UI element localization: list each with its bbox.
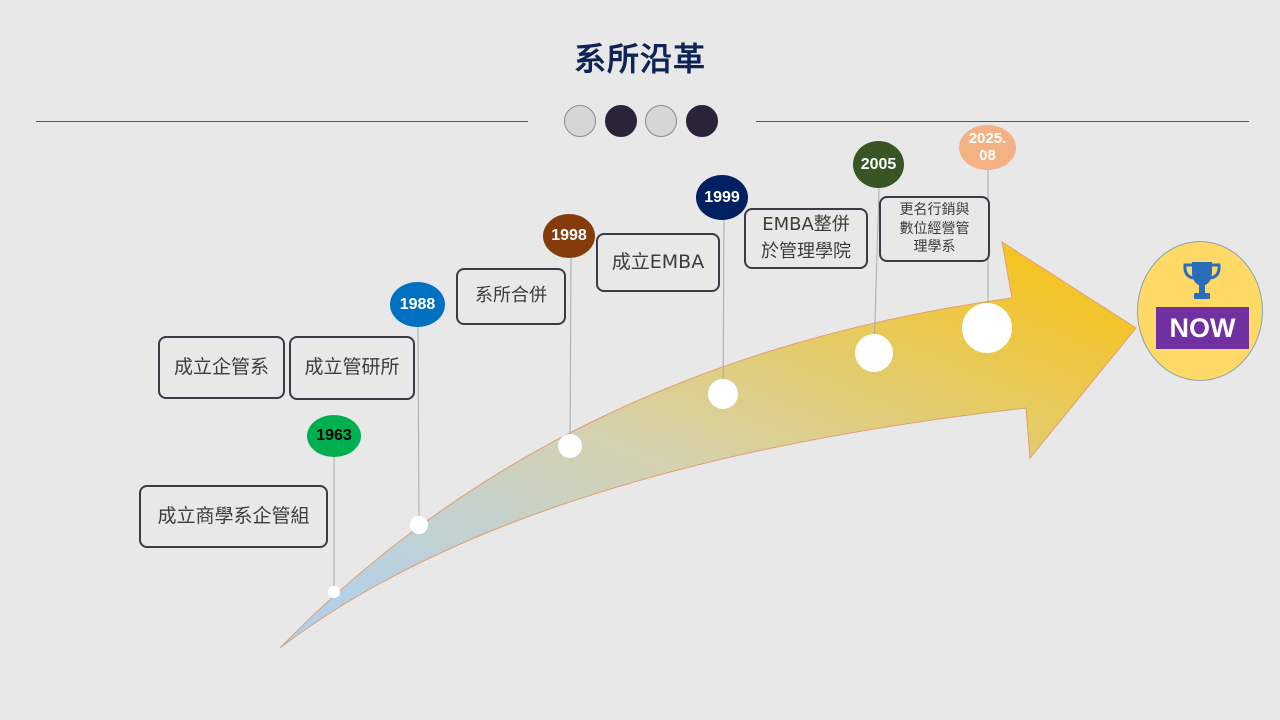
year-label: 1988 [399, 295, 436, 313]
header-divider-left [36, 121, 528, 122]
event-box-2005: EMBA整併 於管理學院 [744, 208, 868, 269]
year-label: 1999 [704, 188, 740, 206]
timeline-point-2025 [962, 303, 1012, 353]
year-label: 1963 [316, 427, 352, 445]
growth-arrow [279, 240, 1137, 649]
trophy-icon [1183, 262, 1221, 299]
event-text: 成立商學系企管組 [157, 504, 310, 527]
event-text: 成立管研所 [304, 356, 400, 379]
event-text: 系所合併 [475, 285, 547, 307]
connector-1999 [722, 219, 725, 395]
connector-1988 [417, 326, 420, 526]
event-text: 成立企管系 [173, 355, 269, 378]
event-text: 成立EMBA [611, 250, 705, 273]
event-text: 更名行銷與 數位經營管 理學系 [899, 201, 970, 256]
decor-dot-1 [564, 105, 596, 137]
year-label: 2005 [860, 155, 897, 173]
event-box-1963: 成立商學系企管組 [139, 485, 328, 548]
timeline-point-1988 [410, 516, 428, 534]
year-badge-1963: 1963 [307, 415, 361, 457]
timeline-point-1998 [558, 434, 582, 458]
now-label: NOW [1156, 307, 1249, 349]
event-box-1998: 系所合併 [456, 268, 566, 325]
timeline-point-2005 [855, 334, 893, 372]
event-box-1988-a: 成立企管系 [158, 336, 285, 399]
year-badge-1988: 1988 [390, 282, 445, 327]
year-badge-1999: 1999 [696, 175, 748, 220]
event-box-1988-b: 成立管研所 [289, 336, 415, 400]
event-box-2025: 更名行銷與 數位經營管 理學系 [879, 196, 990, 262]
year-label: 2025. 08 [968, 130, 1007, 164]
timeline-point-1999 [708, 379, 738, 409]
page-title: 系所沿革 [573, 40, 706, 78]
connector-1998 [569, 257, 572, 447]
header-divider-right [756, 121, 1249, 122]
year-label: 1998 [551, 227, 587, 245]
event-text: EMBA整併 於管理學院 [761, 214, 851, 262]
year-badge-1998: 1998 [543, 214, 595, 258]
year-badge-2005: 2005 [853, 141, 904, 188]
event-box-1999: 成立EMBA [596, 233, 720, 292]
decor-dot-4 [686, 105, 718, 137]
decor-dot-2 [605, 105, 637, 137]
decor-dot-3 [645, 105, 677, 137]
year-badge-2025: 2025. 08 [959, 125, 1016, 170]
connector-2005 [873, 187, 880, 354]
timeline-point-1963 [328, 586, 340, 598]
